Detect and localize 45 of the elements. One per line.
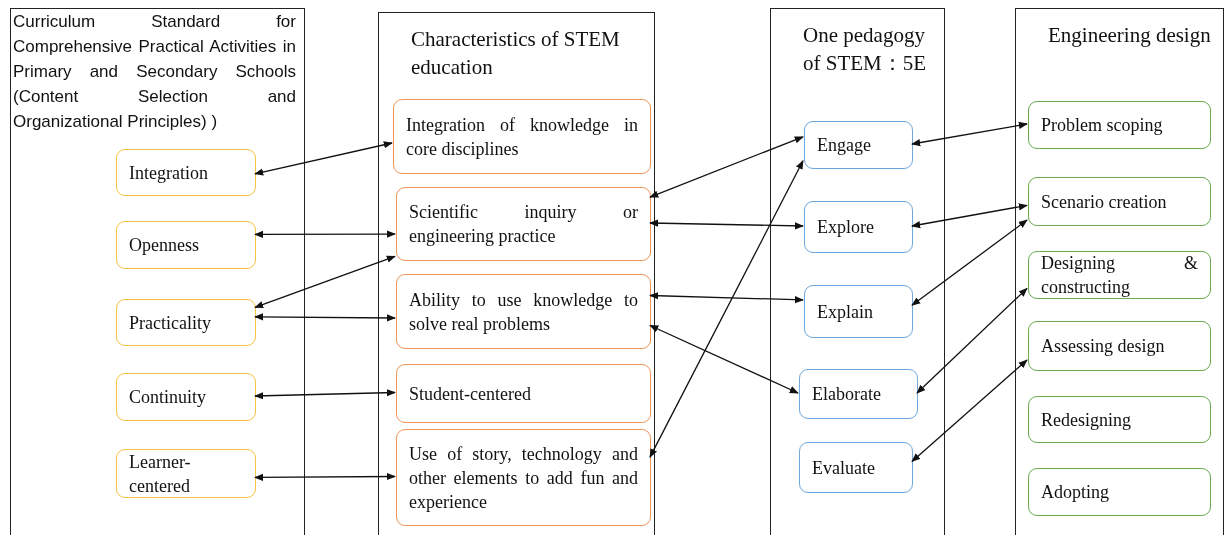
column-heading: One pedagogy of STEM：5E bbox=[803, 22, 928, 77]
rounded-box: Ability to use knowledge to solve real problems bbox=[396, 274, 651, 349]
double-arrow bbox=[649, 292, 804, 304]
column-panel bbox=[770, 8, 945, 535]
double-arrow bbox=[649, 324, 799, 394]
double-arrow bbox=[911, 121, 1028, 147]
double-arrow bbox=[911, 359, 1028, 463]
column-heading: Characteristics of STEM education bbox=[411, 26, 621, 81]
rounded-box: Designing & constructing bbox=[1028, 251, 1211, 299]
double-arrow bbox=[911, 219, 1028, 306]
rounded-box: Explore bbox=[804, 201, 913, 253]
column-panel bbox=[1015, 8, 1224, 535]
rounded-box: Integration bbox=[116, 149, 256, 196]
double-arrow bbox=[254, 255, 396, 309]
rounded-box: Engage bbox=[804, 121, 913, 169]
column-heading: Curriculum Standard for Comprehensive Practical Activities in Primary and Secondary Schools (Content Selection and Organizational Principles) ) bbox=[13, 11, 296, 133]
column-panel bbox=[378, 12, 655, 535]
rounded-box: Evaluate bbox=[799, 442, 913, 493]
rounded-box: Adopting bbox=[1028, 468, 1211, 516]
rounded-box: Use of story, technology and other elements to add fun and experience bbox=[396, 429, 651, 526]
double-arrow bbox=[916, 287, 1028, 394]
rounded-box: Continuity bbox=[116, 373, 256, 421]
rounded-box: Assessing design bbox=[1028, 321, 1211, 371]
double-arrow bbox=[254, 389, 396, 400]
rounded-box: Learner-centered bbox=[116, 449, 256, 498]
double-arrow bbox=[649, 219, 804, 230]
double-arrow bbox=[649, 160, 804, 458]
rounded-box: Scientific inquiry or engineering practice bbox=[396, 187, 651, 261]
column-panel bbox=[10, 8, 305, 535]
double-arrow bbox=[254, 141, 393, 176]
double-arrow bbox=[254, 313, 396, 322]
rounded-box: Elaborate bbox=[799, 369, 918, 419]
rounded-box: Scenario creation bbox=[1028, 177, 1211, 226]
column-heading: Engineering design bbox=[1048, 22, 1212, 49]
rounded-box: Student-centered bbox=[396, 364, 651, 423]
double-arrow bbox=[254, 230, 396, 238]
rounded-box: Openness bbox=[116, 221, 256, 269]
rounded-box: Practicality bbox=[116, 299, 256, 346]
rounded-box: Integration of knowledge in core disciplines bbox=[393, 99, 651, 174]
double-arrow bbox=[649, 136, 804, 198]
rounded-box: Problem scoping bbox=[1028, 101, 1211, 149]
double-arrow bbox=[911, 203, 1028, 229]
rounded-box: Explain bbox=[804, 285, 913, 338]
rounded-box: Redesigning bbox=[1028, 396, 1211, 443]
double-arrow bbox=[254, 472, 396, 481]
